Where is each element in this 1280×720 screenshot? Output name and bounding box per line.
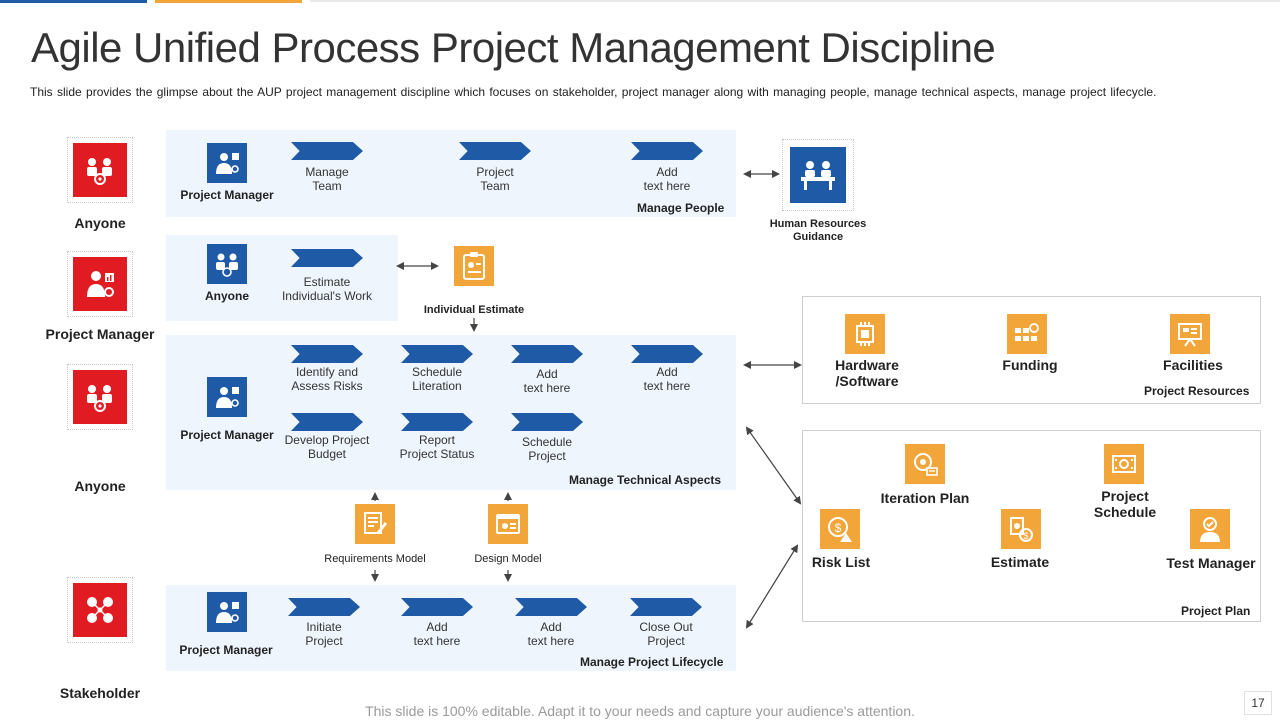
role-label-stakeholder: Stakeholder <box>59 685 141 701</box>
test-manager-label: Test Manager <box>1166 555 1256 571</box>
project-manager-icon <box>207 377 247 417</box>
funding-icon <box>1007 314 1047 354</box>
page-title: Agile Unified Process Project Management… <box>31 24 996 71</box>
step-arrow <box>291 142 363 160</box>
step-arrow <box>291 345 363 363</box>
individual-estimate-label: Individual Estimate <box>423 304 525 316</box>
role-anyone-icon <box>67 364 133 430</box>
svg-text:$: $ <box>1023 531 1028 541</box>
role-label-anyone-1: Anyone <box>74 215 126 231</box>
estimate-panel <box>166 235 398 321</box>
role-stakeholder-icon <box>67 577 133 643</box>
role-label-anyone-2: Anyone <box>74 478 126 494</box>
step-arrow <box>631 345 703 363</box>
hardware-software-label: Hardware/Software <box>835 357 899 389</box>
project-plan-label: Project Plan <box>1181 604 1251 618</box>
anyone-team-icon <box>207 244 247 284</box>
page-number: 17 <box>1244 691 1272 715</box>
project-manager-icon <box>207 592 247 632</box>
risk-list-label: Risk List <box>811 554 871 570</box>
arrow-lifecycle-plan <box>745 544 799 629</box>
step-arrow <box>288 598 360 616</box>
step-arrow <box>515 598 587 616</box>
page-subtitle: This slide provides the glimpse about th… <box>30 85 1157 99</box>
step-arrow <box>511 413 583 431</box>
arrow-technical-plan <box>745 426 802 505</box>
facilities-label: Facilities <box>1163 357 1223 373</box>
accent-bar-blue <box>0 0 147 3</box>
human-resources-icon <box>782 139 854 211</box>
iteration-plan-icon <box>905 444 945 484</box>
estimate-actor: Anyone <box>204 289 250 303</box>
technical-actor: Project Manager <box>180 428 274 442</box>
step-arrow <box>401 598 473 616</box>
manage-people-label: Manage People <box>637 201 725 215</box>
role-label-project-manager: Project Manager <box>45 326 155 342</box>
step-arrow <box>459 142 531 160</box>
step-arrow <box>401 345 473 363</box>
step-arrow <box>631 142 703 160</box>
technical-label: Manage Technical Aspects <box>569 473 722 487</box>
project-manager-icon <box>207 143 247 183</box>
svg-text:$: $ <box>835 521 842 535</box>
requirements-model-icon <box>355 504 395 544</box>
manage-people-actor: Project Manager <box>180 188 274 202</box>
estimate-label: Estimate <box>990 554 1050 570</box>
test-manager-icon <box>1190 509 1230 549</box>
role-project-manager-icon <box>67 251 133 317</box>
step-arrow <box>511 345 583 363</box>
role-anyone-icon <box>67 137 133 203</box>
hardware-software-icon <box>845 314 885 354</box>
design-model-label: Design Model <box>474 553 542 565</box>
facilities-icon <box>1170 314 1210 354</box>
accent-bar-orange <box>155 0 302 3</box>
footer-note: This slide is 100% editable. Adapt it to… <box>365 703 915 719</box>
risk-list-icon: $ <box>820 509 860 549</box>
lifecycle-actor: Project Manager <box>179 643 273 657</box>
estimate-icon: $ <box>1001 509 1041 549</box>
iteration-plan-label: Iteration Plan <box>880 490 970 506</box>
step-arrow <box>630 598 702 616</box>
design-model-icon <box>488 504 528 544</box>
requirements-model-label: Requirements Model <box>324 553 426 565</box>
accent-bar-gray <box>310 0 1280 2</box>
individual-estimate-icon <box>454 246 494 286</box>
step-arrow <box>401 413 473 431</box>
step-arrow <box>291 413 363 431</box>
project-resources-label: Project Resources <box>1144 384 1250 398</box>
step-arrow <box>291 249 363 267</box>
lifecycle-label: Manage Project Lifecycle <box>580 655 724 669</box>
funding-label: Funding <box>1002 357 1058 373</box>
project-schedule-icon <box>1104 444 1144 484</box>
